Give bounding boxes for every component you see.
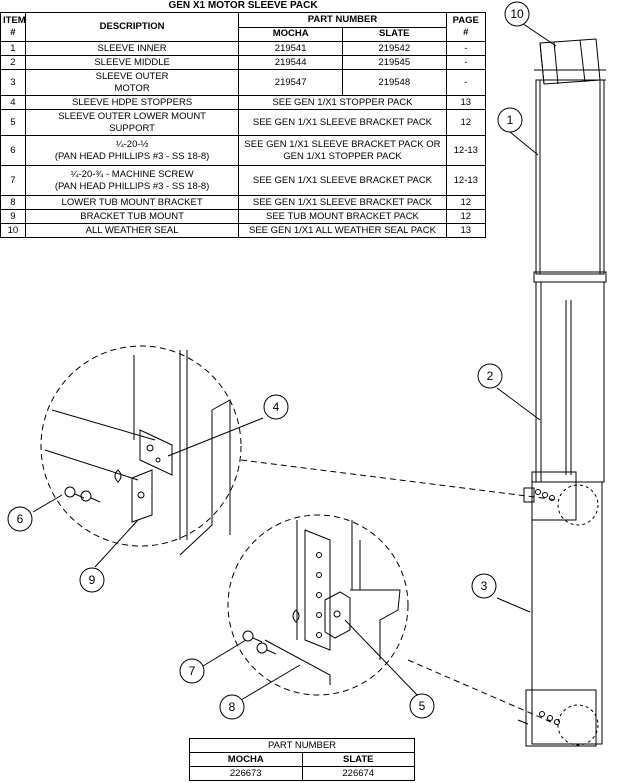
detail-view-lower — [227, 514, 409, 696]
callout-number: 6 — [17, 512, 24, 526]
lower-tub-mount-bracket — [304, 529, 331, 651]
bottom-header: PART NUMBER — [189, 738, 415, 753]
bottom-mocha-label: MOCHA — [189, 752, 303, 767]
sleeve-middle — [535, 281, 605, 483]
callout-number: 3 — [481, 579, 488, 593]
callout-bubble — [477, 363, 503, 389]
callout-9: 9 — [79, 567, 105, 593]
detail-view-upper — [40, 345, 242, 547]
callout-2: 2 — [477, 363, 503, 389]
header-row-1: ITEM # DESCRIPTION PART NUMBER PAGE # — [0, 12, 487, 42]
table-cell: 6 — [0, 135, 26, 166]
callout-5: 5 — [409, 693, 435, 719]
callout-6: 6 — [7, 506, 33, 532]
callout-number: 2 — [487, 369, 494, 383]
callout-number: 1 — [507, 113, 514, 127]
callout-7: 7 — [179, 658, 205, 684]
table-cell: SLEEVE OUTER MOTOR — [24, 69, 240, 96]
table-cell: SEE GEN 1/X1 ALL WEATHER SEAL PACK — [238, 223, 447, 238]
bottom-part-number-table: PART NUMBER MOCHA SLATE 226673 226674 — [189, 738, 415, 781]
callout-number: 9 — [89, 573, 96, 587]
callout-3: 3 — [471, 573, 497, 599]
table-cell: 13 — [445, 95, 487, 110]
bottom-slate-label: SLATE — [301, 752, 415, 767]
callout-bubble — [504, 1, 530, 27]
lower-detail-contents — [242, 520, 401, 685]
table-cell: SLEEVE HDPE STOPPERS — [24, 95, 240, 110]
upper-detail-contents — [44, 350, 231, 556]
header-row-2: MOCHA SLATE — [1, 26, 486, 42]
table-cell: SEE GEN 1/X1 SLEEVE BRACKET PACK — [238, 165, 447, 196]
diagram-title: GEN X1 MOTOR SLEEVE PACK — [168, 0, 318, 11]
header-page: PAGE # — [445, 12, 487, 42]
sleeve-assembly — [517, 38, 607, 747]
table-cell: 219547 — [238, 69, 343, 96]
table-cell: SEE GEN 1/X1 SLEEVE BRACKET PACK — [238, 109, 447, 136]
callout-number: 10 — [510, 7, 524, 21]
weather-seal — [539, 38, 601, 85]
callout-bubble — [497, 107, 523, 133]
callout-8: 8 — [219, 694, 245, 720]
table-cell: ALL WEATHER SEAL — [24, 223, 240, 238]
bottom-slate-value: 226674 — [301, 766, 415, 781]
table-cell: 12 — [445, 109, 487, 136]
callout-number: 4 — [273, 400, 280, 414]
table-cell: SLEEVE OUTER LOWER MOUNT SUPPORT — [24, 109, 240, 136]
bottom-mocha-value: 226673 — [189, 766, 303, 781]
callout-number: 5 — [419, 699, 426, 713]
lower-mount-bracket — [525, 689, 597, 747]
table-cell: 12-13 — [445, 165, 487, 196]
callout-bubble — [263, 394, 289, 420]
table-cell: ¼-20-¾ - MACHINE SCREW (PAN HEAD PHILLIP… — [24, 165, 240, 196]
callout-1: 1 — [497, 107, 523, 133]
header-item: ITEM # — [0, 12, 26, 42]
callout-4: 4 — [263, 394, 289, 420]
table-cell: 13 — [445, 223, 487, 238]
callout-bubble — [79, 567, 105, 593]
callout-bubble — [179, 658, 205, 684]
table-cell: BRACKET TUB MOUNT — [24, 209, 240, 224]
callout-bubble — [219, 694, 245, 720]
callout-bubble — [409, 693, 435, 719]
lower-mount-support — [324, 591, 351, 639]
sleeve-inner — [535, 79, 605, 275]
callout-bubble — [471, 573, 497, 599]
sleeve-outer-motor — [531, 481, 603, 745]
callout-number: 8 — [229, 700, 236, 714]
table-cell: ¼-20-½ (PAN HEAD PHILLIPS #3 - SS 18-8) — [24, 135, 240, 166]
callout-10: 10 — [504, 1, 530, 27]
callout-bubble — [7, 506, 33, 532]
parts-table: ITEM # DESCRIPTION PART NUMBER PAGE # MO… — [0, 12, 487, 238]
callout-number: 7 — [189, 664, 196, 678]
bracket-tub-mount — [131, 469, 153, 523]
hdpe-stopper — [139, 429, 173, 476]
upper-mount-bracket — [531, 471, 577, 521]
